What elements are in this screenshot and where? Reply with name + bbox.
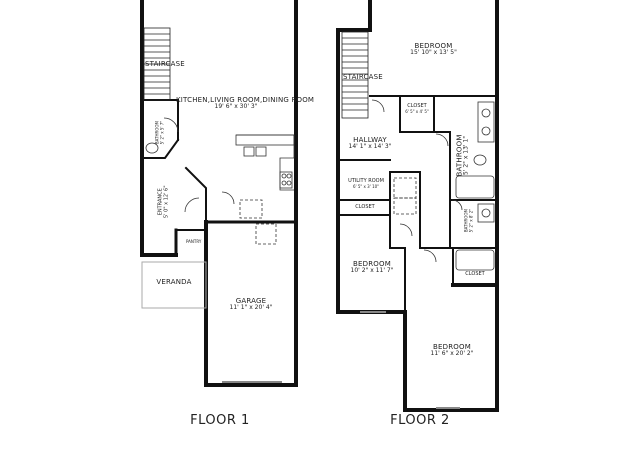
floor2-staircase-steps [341, 31, 369, 119]
entrance-label: ENTRANCE 5' 0" x 12' 6" [157, 174, 170, 230]
pantry-label: PANTRY [186, 239, 202, 244]
bedroom-mid-label: BEDROOM 10' 2" x 11' 7" [340, 260, 404, 275]
bedroom-mid-name: BEDROOM [353, 260, 391, 268]
veranda-outline [141, 261, 207, 309]
bedroom-mid-dim: 10' 2" x 11' 7" [350, 267, 394, 275]
veranda-label: VERANDA [156, 278, 192, 286]
bedroom-top-label: BEDROOM 15' 10" x 13' 5" [370, 42, 497, 57]
bathroom-small-dim: 5' 2" x 8' 2" [468, 208, 473, 233]
floor2-walls [336, 0, 499, 412]
closet-right-label: CLOSET [465, 271, 485, 277]
garage-label: GARAGE 11' 1" x 20' 4" [206, 297, 296, 312]
bedroom-top-name: BEDROOM [414, 42, 453, 50]
floor1-walls [140, 0, 298, 387]
bathroom-main-dim: 5' 2" x 13' 1" [462, 135, 470, 176]
kitchen-label: KITCHEN,LIVING ROOM,DINING ROOM 19' 6" x… [176, 96, 315, 111]
kitchen-dim: 19' 6" x 30' 3" [214, 103, 258, 111]
bedroom-bottom-dim: 11' 6" x 20' 2" [430, 350, 474, 358]
bathroom-small-label: BATHROOM 5' 2" x 8' 2" [463, 204, 473, 238]
bedroom-bottom-label: BEDROOM 11' 6" x 20' 2" [407, 343, 497, 358]
floor1-staircase-label: STAIRCASE [145, 60, 185, 68]
floor1-staircase-steps [143, 27, 171, 101]
bedroom-top-dim: 15' 10" x 13' 5" [410, 49, 457, 57]
closet-top-dim: 6' 5" x 4' 5" [405, 108, 429, 114]
garage-name: GARAGE [235, 297, 267, 305]
floor2-title: FLOOR 2 [390, 413, 450, 428]
floor1-title: FLOOR 1 [190, 413, 250, 428]
kitchen-name: KITCHEN,LIVING ROOM,DINING ROOM [176, 96, 315, 104]
utility-dim: 6' 5" x 3' 10" [352, 183, 380, 189]
floor1-fixtures [145, 117, 295, 245]
bedroom-bottom-name: BEDROOM [433, 343, 471, 351]
utility-label: UTILITY ROOM 6' 5" x 3' 10" [340, 178, 392, 189]
bathroom-main-label: BATHROOM 5' 2" x 13' 1" [456, 125, 471, 185]
floor2-fixtures [371, 99, 495, 271]
floor1-bathroom-dim: 5' 2" x 5' 7" [159, 120, 164, 145]
floor2-staircase-label: STAIRCASE [343, 73, 383, 81]
hallway-dim: 14' 1" x 14' 3" [348, 143, 392, 151]
utility-name: UTILITY ROOM [348, 178, 384, 184]
entrance-dim: 5' 0" x 12' 6" [163, 185, 169, 219]
hallway-name: HALLWAY [353, 136, 387, 144]
hallway-label: HALLWAY 14' 1" x 14' 3" [340, 136, 400, 151]
closet-top-name: CLOSET [407, 103, 427, 109]
closet-mid-label: CLOSET [355, 204, 375, 210]
garage-dim: 11' 1" x 20' 4" [229, 304, 273, 312]
floor1-bathroom-label: BATHROOM 5' 2" x 5' 7" [154, 113, 164, 153]
closet-top-label: CLOSET 6' 5" x 4' 5" [400, 103, 434, 114]
